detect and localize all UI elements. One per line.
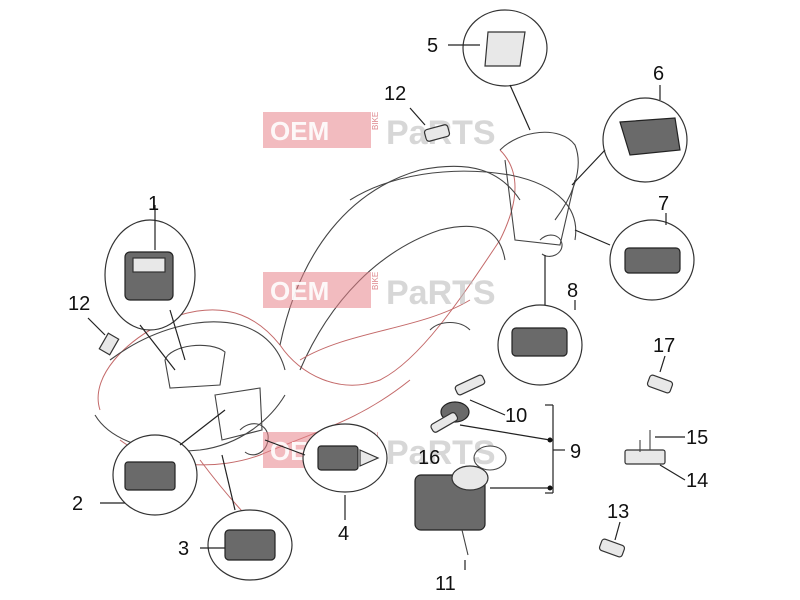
leader-line (179, 409, 226, 446)
leader-line (659, 355, 666, 373)
callout-14: 14 (686, 470, 708, 492)
callout-12-left: 12 (68, 293, 90, 315)
bulb-shape (646, 374, 674, 394)
switch-plate (484, 31, 526, 67)
socket-body (511, 327, 568, 357)
callout-1: 1 (148, 193, 159, 215)
leader-line (574, 229, 611, 246)
callout-15: 15 (686, 427, 708, 449)
ignition-assembly: 10 9 16 11 (414, 374, 581, 595)
watermark-middle: OEM BIKE PaRTS (263, 272, 496, 312)
watermark-box (263, 272, 371, 308)
leader-line (614, 521, 621, 541)
part-12-bulb-top: 12 (384, 83, 451, 142)
callout-10: 10 (505, 405, 527, 427)
socket-body (317, 445, 359, 471)
watermark-bike-text: BIKE (371, 272, 380, 290)
bulb-shape (98, 332, 120, 356)
leader-line (87, 317, 106, 336)
callout-3: 3 (178, 538, 189, 560)
callout-6: 6 (653, 63, 664, 85)
leader-line (264, 439, 306, 456)
watermark-oem-text: OEM (270, 116, 329, 146)
switch-block (619, 117, 681, 156)
callout-16: 16 (418, 447, 440, 469)
bracket-dot (547, 437, 553, 443)
part-13-bulb: 13 (598, 501, 629, 558)
callout-2: 2 (72, 493, 83, 515)
callout-4: 4 (338, 523, 349, 545)
screw-shape (461, 529, 469, 556)
key-shape (454, 374, 486, 396)
callout-9: 9 (570, 441, 581, 463)
part-12-bulb-left: 12 (68, 293, 120, 356)
callout-5: 5 (427, 35, 438, 57)
switch-block (624, 247, 681, 274)
bracket-shape (624, 449, 666, 465)
key-shape (430, 412, 459, 433)
callout-7: 7 (658, 193, 669, 215)
part-17-bulb: 17 (646, 335, 675, 394)
callout-11: 11 (435, 573, 456, 595)
part-3-switch: 3 (178, 454, 293, 581)
part-14-bracket: 15 14 (624, 427, 708, 492)
lock-cylinder (451, 465, 489, 491)
o-ring (473, 445, 507, 471)
watermark-top: OEM BIKE PaRTS (263, 112, 496, 152)
watermark-oem-text: OEM (270, 276, 329, 306)
switch-block (124, 461, 176, 491)
leader-line (571, 149, 606, 186)
socket-arrow (359, 449, 380, 467)
callout-17: 17 (653, 335, 675, 357)
leader-line (169, 309, 186, 361)
leader-line (459, 424, 551, 441)
bracket-dot (547, 485, 553, 491)
leader-line (659, 464, 686, 481)
leader-line (139, 324, 176, 371)
bulb-shape (598, 538, 626, 558)
callout-12-top: 12 (384, 83, 406, 105)
leader-line (509, 84, 531, 131)
part-8-socket: 8 (497, 255, 583, 386)
watermark-parts-text: PaRTS (386, 274, 496, 312)
bulb-shape (423, 124, 451, 142)
part-5-switch: 5 (427, 9, 548, 131)
part-4-socket: 4 (264, 423, 388, 545)
watermark-bike-text: BIKE (371, 112, 380, 130)
switch-key (132, 257, 166, 273)
watermark-box (263, 112, 371, 148)
leader-line (469, 399, 506, 416)
switch-block (224, 529, 276, 561)
callout-8: 8 (567, 280, 578, 302)
callout-13: 13 (607, 501, 629, 523)
part-7-switch: 7 (574, 193, 695, 301)
leader-line (409, 107, 426, 126)
part-2-switch: 2 (72, 409, 226, 516)
leader-line (221, 454, 236, 511)
part-6-switch: 6 (571, 63, 688, 186)
part-1-switch: 1 (104, 193, 196, 371)
